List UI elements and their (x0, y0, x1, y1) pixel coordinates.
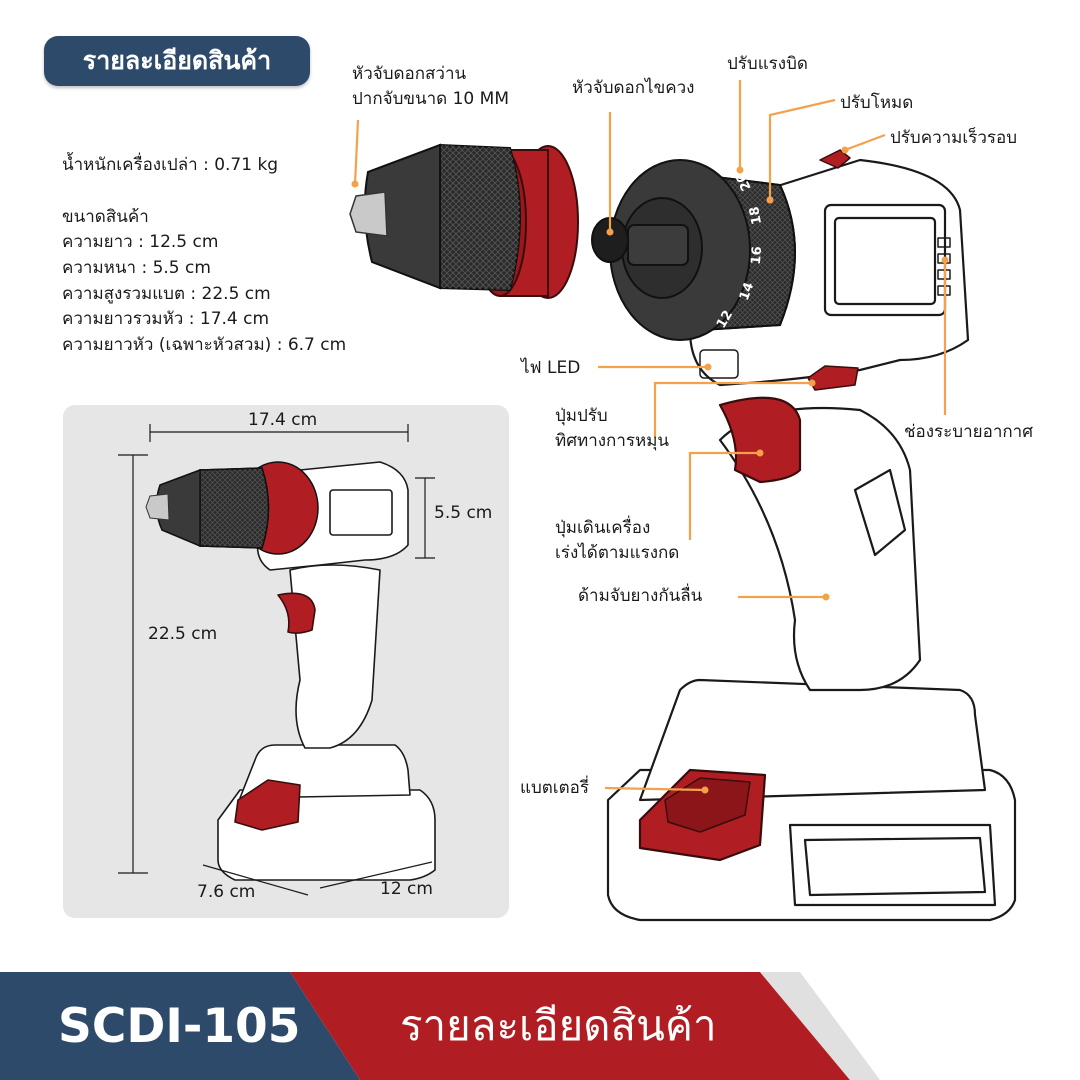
callout-direction-switch: ปุ่มปรับ ทิศทางการหมุน (555, 406, 670, 451)
callout-vents: ช่องระบายอากาศ (904, 422, 1033, 442)
spec-size-heading: ขนาดสินค้า (62, 207, 149, 227)
callout-mode-adjust: ปรับโหมด (840, 93, 914, 113)
spec-length: ความยาว : 12.5 cm (62, 232, 219, 252)
dim-overall-length: 17.4 cm (248, 410, 318, 430)
drill-chuck-illustration (349, 143, 579, 299)
footer-navy-band (0, 972, 360, 1080)
dim-head-thickness: 5.5 cm (434, 503, 493, 523)
header-title: รายละเอียดสินค้า (82, 46, 272, 75)
dim-battery-length: 12 cm (380, 879, 433, 899)
footer-gray-edge (760, 972, 880, 1080)
callout-torque-adjust: ปรับแรงบิด (727, 54, 808, 74)
dim-battery-width: 7.6 cm (197, 882, 256, 902)
callout-battery: แบตเตอรี่ (520, 778, 589, 798)
spec-height-with-battery: ความสูงรวมแบต : 22.5 cm (62, 284, 271, 304)
header-badge: รายละเอียดสินค้า (44, 36, 310, 86)
spec-head-length: ความยาวหัว (เฉพาะหัวสวม) : 6.7 cm (62, 335, 347, 355)
spec-length-with-head: ความยาวรวมหัว : 17.4 cm (62, 309, 270, 329)
main-drill-body (606, 149, 1017, 922)
callout-drill-chuck: หัวจับดอกสว่าน ปากจับขนาด 10 MM (352, 64, 509, 109)
spec-weight: น้ำหนักเครื่องเปล่า : 0.71 kg (62, 155, 279, 175)
footer-title: รายละเอียดสินค้า (400, 1001, 717, 1050)
callout-grip: ด้ามจับยางกันลื่น (578, 586, 703, 606)
footer-red-band (290, 972, 850, 1080)
dim-overall-height: 22.5 cm (148, 624, 218, 644)
callout-led-light: ไฟ LED (521, 358, 581, 378)
spec-thickness: ความหนา : 5.5 cm (62, 258, 211, 278)
dimension-lines (118, 424, 435, 896)
callout-trigger: ปุ่มเดินเครื่อง เร่งได้ตามแรงกด (555, 518, 680, 563)
callout-screwdriver-chuck: หัวจับดอกไขควง (572, 78, 695, 98)
footer-model: SCDI-105 (58, 998, 301, 1054)
main-drill-head (591, 159, 796, 341)
small-drill-head (145, 461, 319, 555)
callout-speed-adjust: ปรับความเร็วรอบ (890, 128, 1018, 148)
